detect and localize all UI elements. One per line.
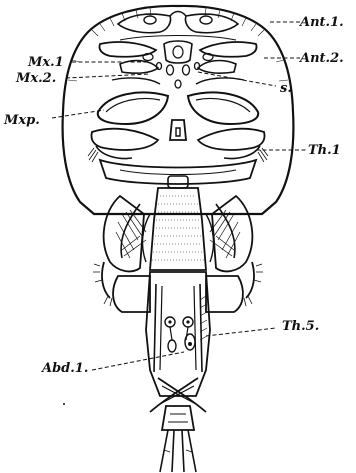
carapace — [63, 6, 294, 214]
label-mx1: Mx.1 — [27, 55, 64, 70]
leader-abd1 — [92, 352, 184, 370]
leader-th5 — [206, 328, 276, 336]
speck-mark — [63, 403, 65, 405]
label-mxp: Mxp. — [3, 113, 40, 128]
label-mx2: Mx.2. — [15, 71, 56, 86]
annotation-ant1: Ant.1. — [270, 15, 344, 30]
thorax — [93, 176, 263, 312]
label-ant2: Ant.2. — [298, 51, 344, 66]
annotation-mxp: Mxp. — [3, 110, 104, 128]
label-th5: Th.5. — [282, 319, 319, 334]
annotation-abd1: Abd.1. — [40, 352, 184, 376]
label-s: s. — [280, 81, 292, 96]
abdomen — [146, 272, 210, 472]
label-abd1: Abd.1. — [40, 361, 88, 376]
leader-mx2 — [66, 74, 150, 78]
annotation-th1: Th.1 — [256, 143, 341, 158]
annotation-ant2: Ant.2. — [264, 51, 344, 66]
label-th1: Th.1 — [308, 143, 341, 158]
leader-mxp — [52, 110, 104, 118]
label-ant1: Ant.1. — [298, 15, 344, 30]
annotation-th5: Th.5. — [206, 319, 319, 336]
